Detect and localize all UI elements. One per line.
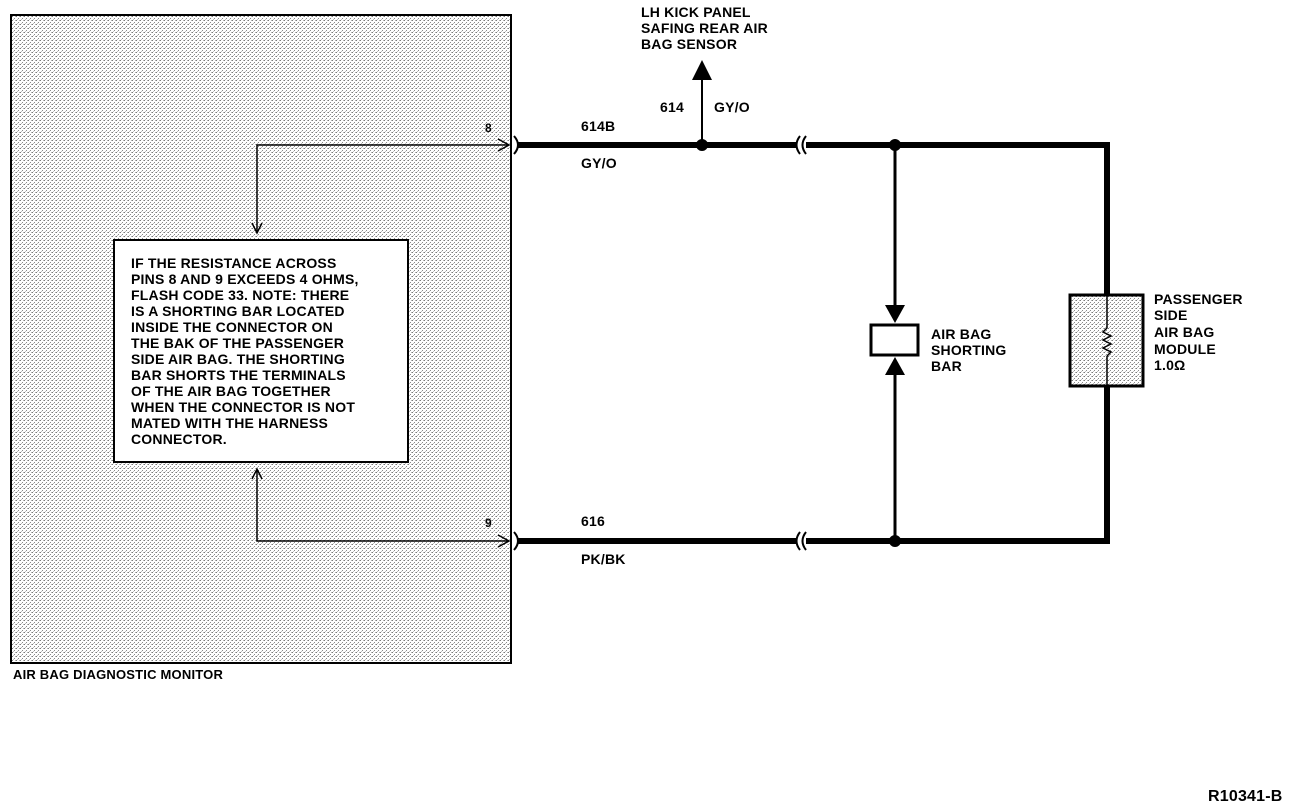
- module-label-line2: SIDE: [1154, 307, 1188, 323]
- pin8-leader-line: [256, 144, 508, 232]
- figure-id: R10341-B: [1208, 788, 1283, 805]
- sensor-label-line3: BAG SENSOR: [641, 36, 738, 52]
- note-line: THE BAK OF THE PASSENGER: [131, 335, 345, 351]
- sensor-label-line2: SAFING REAR AIR: [641, 20, 768, 36]
- pin8-leader-arrow: [497, 138, 511, 152]
- shorting-arrow-down: [885, 305, 905, 323]
- wire-614-color: GY/O: [714, 99, 750, 115]
- shorting-bar-label-line2: SHORTING: [931, 342, 1007, 358]
- note-line: FLASH CODE 33. NOTE: THERE: [131, 287, 350, 303]
- note-arrow-up: [251, 222, 263, 235]
- wire-614-circuit: 614: [660, 99, 684, 115]
- note-line: IF THE RESISTANCE ACROSS: [131, 255, 337, 271]
- wire-616-color: PK/BK: [581, 551, 626, 567]
- note-line: INSIDE THE CONNECTOR ON: [131, 319, 333, 335]
- shorting-bar: [869, 323, 920, 357]
- note-line: PINS 8 AND 9 EXCEEDS 4 OHMS,: [131, 271, 359, 287]
- shorting-arrow-up: [885, 357, 905, 375]
- pin9-leader-arrow: [497, 534, 511, 548]
- pin8-connector-symbol: [513, 135, 519, 155]
- pin9-leader-line: [256, 470, 508, 542]
- resistance-note: IF THE RESISTANCE ACROSS PINS 8 AND 9 EX…: [113, 239, 409, 463]
- sensor-label-line1: LH KICK PANEL: [641, 4, 751, 20]
- shorting-bar-label-line1: AIR BAG: [931, 326, 992, 342]
- note-line: BAR SHORTS THE TERMINALS: [131, 367, 346, 383]
- sensor-arrow-up: [692, 60, 712, 80]
- module-label-line4: MODULE: [1154, 341, 1216, 357]
- pin-9-label: 9: [485, 516, 492, 530]
- wire-614b-color: GY/O: [581, 155, 617, 171]
- note-line: MATED WITH THE HARNESS: [131, 415, 329, 431]
- pin-8-label: 8: [485, 121, 492, 135]
- wire-616-circuit: 616: [581, 513, 605, 529]
- note-line: OF THE AIR BAG TOGETHER: [131, 383, 331, 399]
- note-line: WHEN THE CONNECTOR IS NOT: [131, 399, 356, 415]
- module-resistance: 1.0Ω: [1154, 357, 1186, 373]
- monitor-label: AIR BAG DIAGNOSTIC MONITOR: [13, 667, 224, 682]
- bottom-inline-connector: [795, 531, 807, 551]
- note-arrow-down: [251, 467, 263, 480]
- wire-614b-circuit: 614B: [581, 118, 616, 134]
- note-line: SIDE AIR BAG. THE SHORTING: [131, 351, 345, 367]
- shorting-bar-label-line3: BAR: [931, 358, 962, 374]
- note-line: CONNECTOR.: [131, 431, 227, 447]
- module-label-line1: PASSENGER: [1154, 291, 1243, 307]
- module-label-line3: AIR BAG: [1154, 324, 1215, 340]
- note-line: IS A SHORTING BAR LOCATED: [131, 303, 345, 319]
- resistor-symbol: [1101, 327, 1113, 357]
- pin9-connector-symbol: [513, 531, 519, 551]
- top-inline-connector: [795, 135, 807, 155]
